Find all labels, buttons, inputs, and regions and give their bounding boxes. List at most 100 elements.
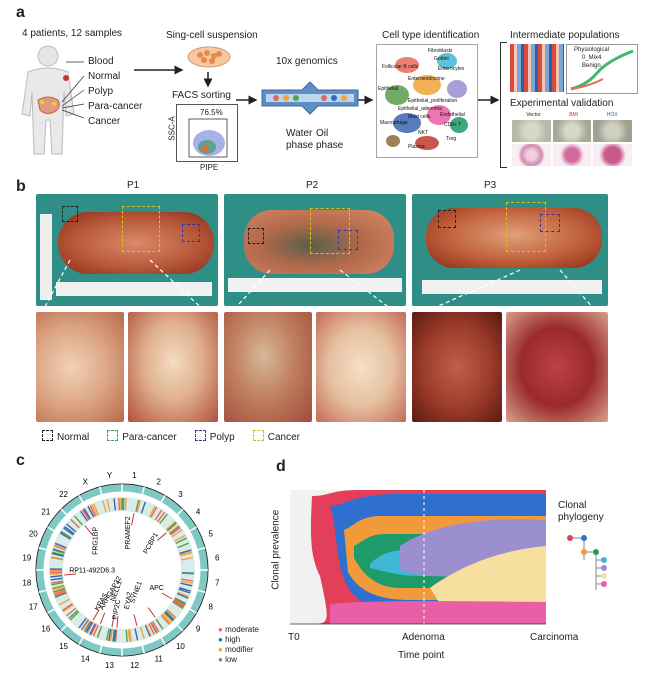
chromosome-separator [38, 547, 47, 551]
closeup-photo-p3-a [412, 312, 502, 422]
variant-tick [112, 629, 116, 642]
variant-tick [52, 551, 65, 556]
chromosome-label: 12 [130, 661, 139, 670]
chromosome-separator [160, 637, 166, 645]
right-bracket [500, 42, 507, 168]
chromosome-separator [176, 508, 184, 516]
variant-tick [174, 534, 186, 542]
tsne-label: Macrophage [380, 120, 408, 126]
variant-tick [89, 505, 97, 517]
tsne-plot [376, 44, 478, 158]
zoom-connector-lines [39, 259, 601, 317]
phylogeny-node [601, 581, 607, 587]
variant-tick [167, 522, 178, 532]
variant-tick [53, 587, 66, 593]
gene-pointer [99, 612, 106, 624]
phylogeny-node [581, 535, 587, 541]
variant-tick [148, 505, 156, 518]
variant-tick [181, 578, 194, 582]
chromosome-label: 9 [196, 624, 201, 633]
gene-pointer [92, 609, 100, 621]
variant-tick [50, 577, 63, 581]
chromosome-label: X [83, 477, 89, 486]
variant-tick [127, 629, 131, 642]
intermediate-title: Intermediate populations [510, 30, 620, 41]
closeup-photo-p3-b [506, 312, 608, 422]
tsne-label: Treg [446, 136, 457, 142]
variant-tick [53, 545, 66, 551]
water-phase-label: Water phase [286, 128, 314, 151]
chromosome-separator [197, 547, 206, 551]
variant-tick [134, 628, 139, 641]
legend-item-moderate: ● moderate [218, 625, 259, 634]
tsne-label: Mast cells [408, 114, 431, 120]
chromosome-label: 13 [105, 661, 114, 670]
chromosome-separator [99, 645, 103, 654]
variant-tick [159, 513, 168, 524]
phylogeny-branches [570, 537, 604, 590]
variant-tick [90, 623, 97, 636]
variant-tick [62, 603, 73, 612]
variant-tick [144, 624, 151, 637]
variant-tick [173, 599, 185, 607]
variant-tick [62, 604, 74, 613]
chromosome-label: 4 [196, 508, 201, 517]
variant-tick [136, 500, 141, 513]
variant-tick [51, 581, 64, 586]
trajectory-labels: Physiological 0_Mix4 Benign [574, 46, 609, 70]
variant-tick [178, 588, 191, 594]
gene-label: RP11-492D6.3 [69, 568, 115, 575]
legend-item-cancer: Cancer [252, 430, 300, 444]
variant-tick [174, 598, 186, 606]
tsne-label: Epithelial_adenoma [398, 106, 442, 112]
variant-tick [78, 617, 87, 629]
gene-pointer [147, 607, 156, 618]
variant-tick [82, 509, 91, 520]
human-body-illustration [21, 45, 75, 155]
variant-tick [54, 590, 67, 596]
tsne-label: Epithelial [378, 86, 399, 92]
variant-tick [170, 527, 181, 536]
chromosome-separator [60, 508, 68, 516]
variant-tick [106, 499, 111, 512]
legend-item-low: ● low [218, 655, 238, 664]
trajectory-label: Physiological [574, 47, 610, 53]
chromosome-label: 18 [22, 579, 31, 588]
chromosome-separator [78, 637, 84, 645]
variant-tick [154, 509, 163, 521]
clone-8-band [330, 601, 546, 624]
validation-title: Experimental validation [510, 98, 614, 109]
variant-tick [89, 623, 96, 635]
chromosome-label: 21 [41, 508, 50, 517]
chromosome-label: 16 [41, 624, 50, 633]
chromosome-label: 8 [208, 603, 213, 612]
sample-pointer-lines [61, 61, 85, 119]
chromosome-label: 10 [176, 642, 185, 651]
variant-tick [163, 612, 173, 623]
variant-tick [50, 575, 63, 578]
chromosome-separator [141, 645, 145, 654]
sample-type-blood: Blood [88, 56, 114, 67]
validation-label: HOX [606, 112, 618, 118]
variant-tick [63, 527, 74, 536]
variant-tick [79, 510, 89, 522]
tsne-label: Epithelial_proliferation [408, 98, 458, 104]
variant-tick [52, 585, 65, 591]
variant-tick [179, 549, 192, 554]
variant-tick [169, 525, 180, 535]
clonal-prevalence-axis-label: Clonal prevalence [270, 509, 282, 590]
variant-tick [109, 629, 113, 642]
gene-label: PRAMEF2 [125, 516, 132, 549]
variant-tick [54, 542, 67, 549]
chromosome-separator [176, 624, 184, 632]
tsne-label: Goblet [434, 56, 449, 62]
variant-tick [160, 614, 170, 625]
clone-7-band [430, 546, 546, 604]
variant-tick [124, 498, 127, 511]
variant-tick [168, 525, 180, 534]
variant-tick [175, 537, 187, 545]
phylogeny-node [601, 557, 607, 563]
variant-tick [70, 518, 80, 529]
variant-tick [162, 613, 172, 624]
chromosome-separator [78, 495, 84, 503]
